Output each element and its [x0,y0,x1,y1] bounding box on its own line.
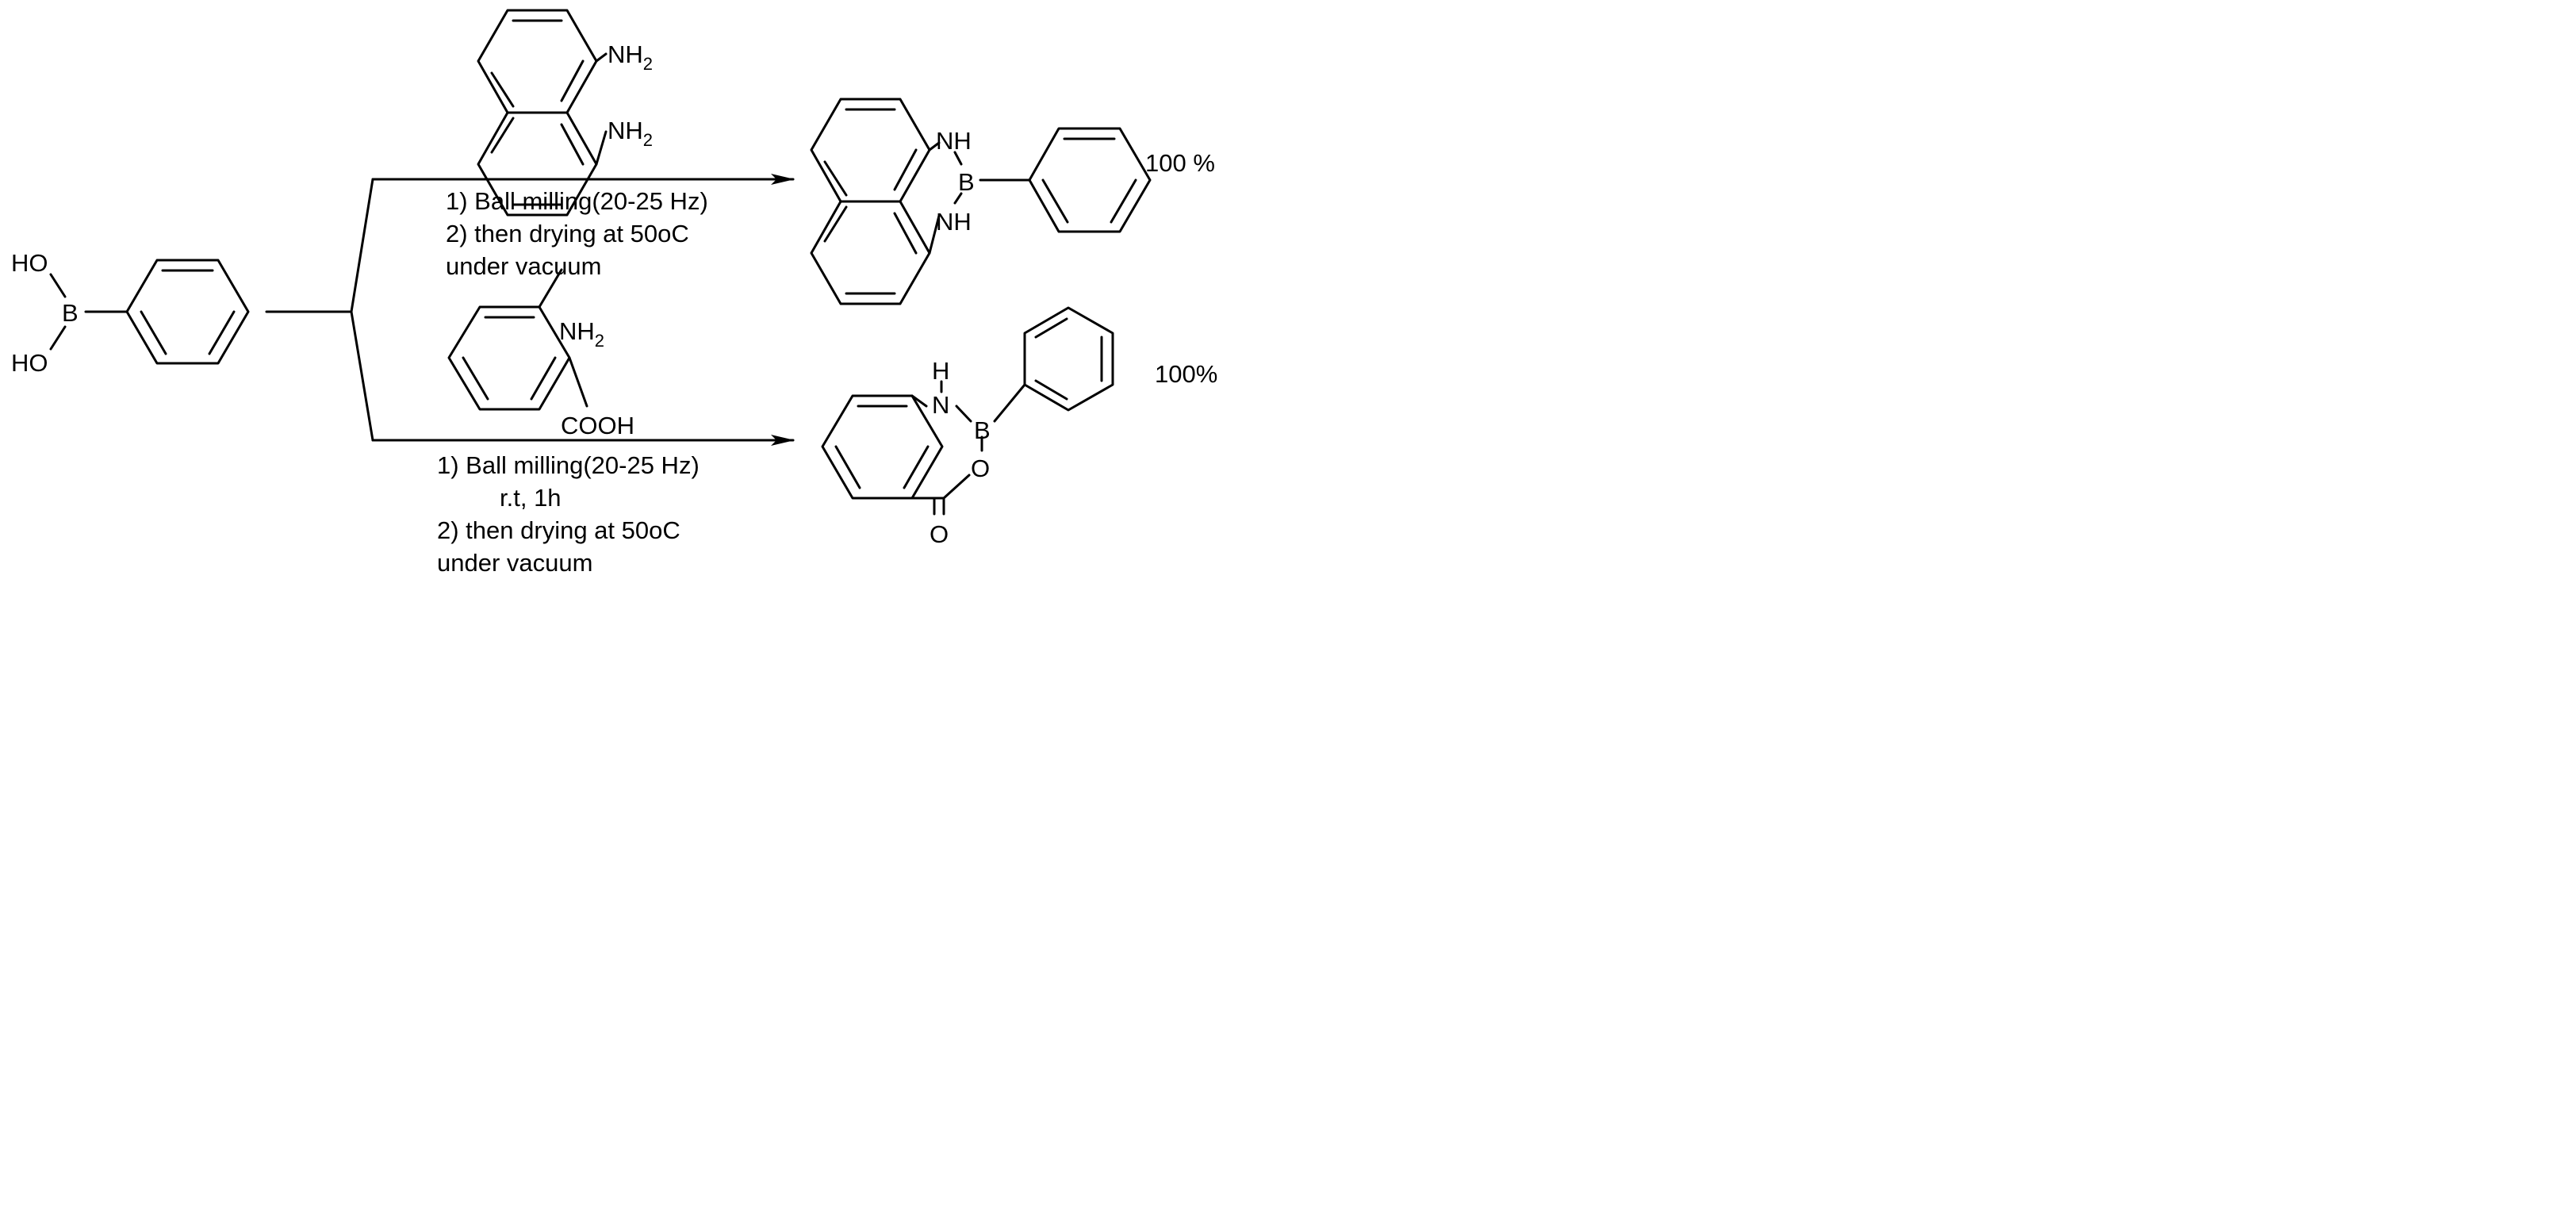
reaction-scheme: HO B HO NH2 NH2 1) Ball milling(20-25 Hz… [11,9,1217,577]
phenyl-ring [1028,127,1152,233]
amino-group-label: NH2 [608,117,653,150]
condition-line: 1) Ball milling(20-25 Hz) [446,187,708,215]
carboxyl-group-label: COOH [561,412,634,439]
branch-connector [265,178,374,442]
nh-top-label: NH [936,127,972,155]
boron-label: B [958,168,975,196]
boron-label: B [62,299,79,327]
condition-line: 1) Ball milling(20-25 Hz) [437,451,700,479]
amino-group-label: NH2 [608,40,653,74]
bottom-yield-label: 100% [1155,360,1217,388]
top-reaction-conditions: 1) Ball milling(20-25 Hz) 2) then drying… [446,187,708,280]
condition-line: under vacuum [446,252,601,280]
hydroxyl-top-label: HO [11,249,48,277]
condition-line: 2) then drying at 50oC [437,516,680,544]
nh-hydrogen-label: H [932,357,949,385]
phenyl-ring [1023,306,1114,412]
top-yield-label: 100 % [1145,149,1215,177]
nitrogen-label: N [932,391,949,419]
condition-line: r.t, 1h [500,484,562,512]
phenyl-ring [125,259,250,365]
condition-line: under vacuum [437,549,592,577]
diaminonaphthalene-reagent: NH2 NH2 [477,9,653,217]
nh-bottom-label: NH [936,208,972,236]
carbonyl-oxygen-label: O [930,520,949,548]
benzoxazaborinone-product: H N B O O [821,306,1114,548]
ring-oxygen-label: O [971,454,990,482]
bottom-reaction-conditions: 1) Ball milling(20-25 Hz) r.t, 1h 2) the… [437,451,700,577]
anthranilic-acid-reagent: NH2 COOH [447,268,634,439]
condition-line: 2) then drying at 50oC [446,220,689,247]
naphthodiazaborinine-product: NH B NH [810,98,1152,305]
hydroxyl-bottom-label: HO [11,349,48,377]
phenylboronic-acid: HO B HO [11,249,250,377]
boron-label: B [974,416,991,444]
amino-group-label: NH2 [559,317,604,351]
